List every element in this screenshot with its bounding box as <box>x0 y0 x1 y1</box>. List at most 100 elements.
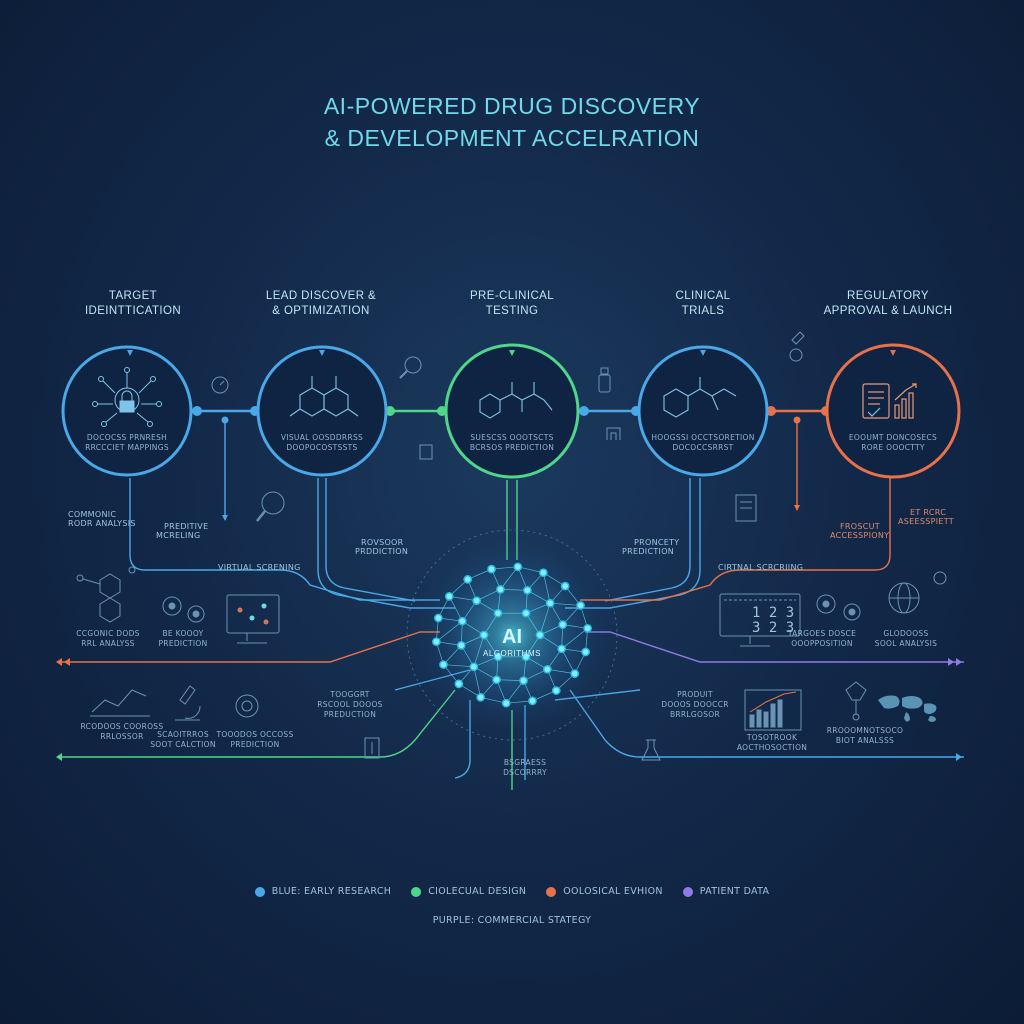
caption-line: DOCOCSS PRNRESH <box>86 433 168 442</box>
branch-label: ROVSOOR PRDDICTION <box>355 538 408 556</box>
flow-arrows <box>56 350 962 761</box>
stage-caption-preclinical: SUESCSS OOOTSCTS BCRSOS PREDICTION <box>457 433 567 453</box>
label-line: BE KOOOY <box>162 629 204 638</box>
ai-network-node <box>454 679 464 689</box>
stage-caption-target: DOCOCSS PRNRESH RRCCCIET MAPPINGS <box>72 433 182 453</box>
stage-caption-lead: VISUAL OOSDDRRSS DOOPOCOSTSSTS <box>267 433 377 453</box>
label-line: PREDUCTION <box>323 710 377 719</box>
document-stack-icon <box>735 494 757 522</box>
ai-network-edge <box>496 679 524 681</box>
ai-network-node <box>581 647 590 657</box>
label-line: RSCOOL DOOOS <box>317 700 383 709</box>
stage-caption-regulatory: EOOUMT DONCOSECS RORE OOOCTTY <box>838 433 948 453</box>
stage-label-line1: TARGET <box>108 290 158 302</box>
caption-line: DOCOCCSRRST <box>672 443 734 452</box>
ai-network-node <box>492 675 501 685</box>
legend-label: CIOLECUAL DESIGN <box>428 886 527 897</box>
ai-network-node <box>551 686 561 695</box>
label-line: CCGONIC DODS <box>76 629 140 638</box>
ai-network-edge <box>480 696 507 704</box>
network-node-icon <box>845 681 867 721</box>
branch-label: CIRTNAL SCRCRIING <box>718 563 803 572</box>
legend-item-green: CIOLECUAL DESIGN <box>411 886 526 897</box>
ai-network-node <box>472 596 482 606</box>
side-icons <box>76 331 947 761</box>
molecule-icon <box>289 376 359 417</box>
caption-line: DOOPOCOSTSSTS <box>286 443 358 452</box>
stage-circle-preclinical <box>444 343 580 479</box>
label-line: SOOT CALCTION <box>150 740 216 749</box>
ai-network-node <box>479 630 489 640</box>
label-line: COMMONIC <box>68 510 117 519</box>
legend: BLUE: EARLY RESEARCH CIOLECUAL DESIGN OO… <box>0 886 1024 897</box>
ai-network-edge <box>436 620 463 642</box>
ai-network-edge <box>561 628 588 650</box>
stage-label-preclinical: PRE-CLINICAL TESTING <box>427 289 597 319</box>
ai-network-node <box>523 585 532 595</box>
ai-network-edge <box>561 648 576 674</box>
gate-icon <box>606 427 621 440</box>
page-title: AI-POWERED DRUG DISCOVERY & DEVELOPMENT … <box>0 90 1024 154</box>
branch-label: PRONCETY PREDICTION <box>622 538 679 556</box>
branch-label: FROSCUT ACCESSPIONY <box>830 522 889 540</box>
branch-label: COMMONIC RODR ANALYSIS <box>68 510 136 528</box>
stage-label-line1: PRE-CLINICAL <box>469 290 555 302</box>
label-line: AOCTHOSOCTION <box>736 743 808 752</box>
label-line: OOOPPOSITION <box>791 639 853 648</box>
hex-network-icon <box>76 566 136 623</box>
caption-line: RORE OOOCTTY <box>861 443 925 452</box>
ai-network-edge <box>539 603 551 636</box>
title-line2: & DEVELOPMENT ACCELRATION <box>324 125 700 151</box>
legend-label: PATIENT DATA <box>699 886 770 897</box>
ai-network-edge <box>547 668 575 674</box>
label-line: PREDICTION <box>230 740 280 749</box>
ai-core-label: AI ALGORITHMS <box>452 626 572 658</box>
document-chart-icon <box>862 383 917 419</box>
legend-item-blue: BLUE: EARLY RESEARCH <box>254 886 392 897</box>
stage-circle-clinical <box>637 345 769 477</box>
ai-network-edge <box>443 645 462 665</box>
ai-network-edge <box>473 666 481 698</box>
ai-network-node <box>444 592 454 601</box>
ai-network-node <box>583 623 592 633</box>
search-icon <box>399 356 422 379</box>
monitor-screening-icon <box>226 594 280 644</box>
ai-network-edge <box>550 602 581 606</box>
label-line: BRRLGOSOR <box>669 710 721 719</box>
molecule-chain-icon <box>479 382 553 419</box>
label-line: RCODOOS COOROSS <box>80 722 164 731</box>
branch-label: PREDITIVE MCRELING <box>156 522 208 540</box>
legend-dot-icon <box>546 886 557 897</box>
ai-network-edge <box>500 566 519 590</box>
stage-label-line2: & OPTIMIZATION <box>272 305 370 317</box>
ai-network-node <box>463 575 473 584</box>
ai-network-edge <box>527 589 551 604</box>
caption-line: VISUAL OOSDDRRSS <box>280 433 364 442</box>
lock-network-icon <box>92 367 162 427</box>
label-line: FROSCUT <box>840 522 880 531</box>
caption-line: HOOGSSI OCCTSORETION <box>651 433 755 442</box>
label-line: PRODUIT <box>677 690 713 699</box>
label-line: PREDITIVE <box>164 522 209 531</box>
caption-line: RRCCCIET MAPPINGS <box>85 443 169 452</box>
molecule-ring-icon <box>663 377 737 418</box>
ai-network-node <box>487 564 496 574</box>
legend-label: OOLOSICAL EVHION <box>563 886 663 897</box>
legend-label: BLUE: EARLY RESEARCH <box>271 886 392 897</box>
ai-network-node <box>521 652 531 662</box>
stage-label-line1: CLINICAL <box>675 290 731 302</box>
ai-network-node <box>493 608 503 618</box>
ai-network-edge <box>543 572 551 604</box>
clock-icon <box>211 376 229 394</box>
screen-numbers-row2: 3 2 3 <box>752 620 794 636</box>
label-line: ASEESSPIETT <box>898 517 954 526</box>
label-line: GLODOOSS <box>883 629 929 638</box>
label-line: PRDDICTION <box>355 547 409 556</box>
line-chart-icon <box>90 689 150 717</box>
ai-network-edge <box>476 589 501 601</box>
ai-network-node <box>521 608 531 618</box>
